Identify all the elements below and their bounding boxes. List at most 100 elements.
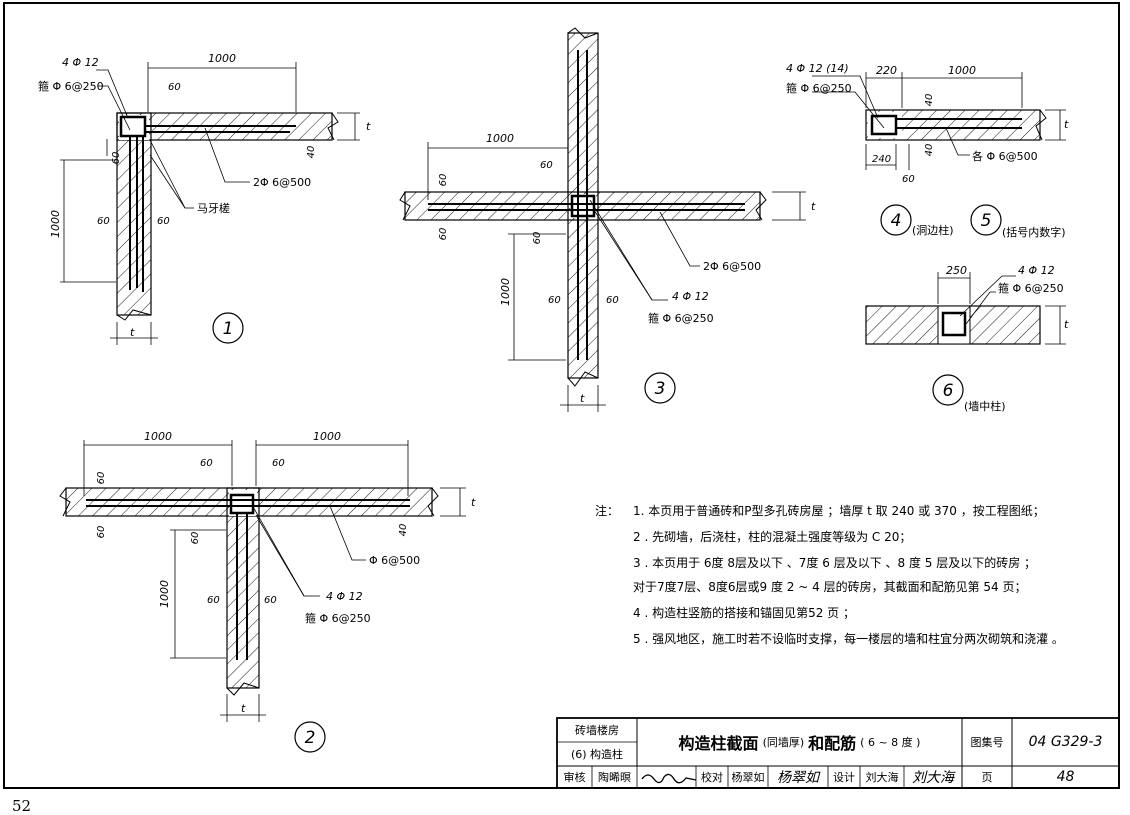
rebar-label: 4 Φ 12	[62, 56, 99, 69]
dim-label: 1000	[948, 64, 976, 77]
designer-name: 刘大海	[865, 771, 899, 784]
dim-label: 40	[306, 146, 317, 159]
figure-note: (墙中柱)	[964, 399, 1006, 413]
notes-heading: 注：	[595, 504, 620, 518]
dim-label: 1000	[313, 430, 341, 443]
figure-note: (括号内数字)	[1002, 225, 1066, 239]
dim-label: 1000	[486, 132, 514, 145]
designer-signature: 刘大海	[912, 770, 954, 786]
column-section	[870, 114, 898, 136]
dim-label: 60	[606, 295, 619, 306]
figure-2-t-column: 2 1000 1000 60 60 Φ 6@500 4 Φ 12 箍 Φ 6@2…	[59, 430, 476, 753]
check-label: 校对	[701, 771, 723, 784]
dim-label: 60	[438, 174, 449, 187]
stirrup-label: 箍 Φ 6@250	[38, 79, 104, 93]
dim-label: 60	[190, 532, 201, 545]
tie-label: Φ 6@500	[369, 554, 420, 567]
dim-label: 1000	[158, 580, 171, 608]
figure-4-5-edge-column: 4 (洞边柱) 5 (括号内数字) 4 Φ 12 (14) 箍 Φ 6@250 …	[786, 62, 1069, 239]
note-line: 5 . 强风地区，施工时若不设临时支撑，每一楼层的墙和柱宜分两次砌筑和浇灌 。	[633, 632, 1064, 646]
note-line: 4 . 构造柱竖筋的搭接和锚固见第52 页 ；	[633, 606, 855, 620]
note-line: 对于7度7层、8度6层或9 度 2 ~ 4 层的砖房，其截面和配筋见第 54 页…	[633, 580, 1027, 594]
design-label: 设计	[833, 771, 855, 784]
figure-3-cross-column: 3 1000 60 2Φ 6@500 4 Φ 12 箍 Φ 6@250 60 6…	[399, 27, 816, 412]
reviewer-signature	[641, 773, 697, 784]
title-paren: (同墙厚)	[762, 736, 805, 749]
figure-note: (洞边柱)	[912, 223, 954, 237]
dim-label: 40	[924, 144, 935, 157]
dim-label: 40	[398, 524, 409, 537]
title-range: ( 6 ~ 8 度 )	[860, 736, 921, 749]
dim-label: 60	[540, 160, 553, 171]
column-section	[229, 493, 255, 515]
tie-label: 2Φ 6@500	[703, 260, 761, 273]
dim-label: 40	[924, 94, 935, 107]
dim-label: 220	[876, 64, 897, 77]
figure-number: 1	[223, 319, 234, 339]
stirrup-label: 箍 Φ 6@250	[786, 81, 852, 95]
reviewer-name: 陶晞暝	[598, 771, 631, 784]
dim-label: t	[130, 326, 135, 339]
figure-6-mid-wall-column: 6 (墙中柱) 250 4 Φ 12 箍 Φ 6@250 t	[865, 264, 1069, 413]
review-label: 审核	[563, 771, 586, 784]
note-line: 3 . 本页用于 6度 8层及以下 、7度 6 层及以下 、8 度 5 层及以下…	[633, 556, 1037, 570]
title-block	[556, 717, 1120, 789]
rebar-label: 4 Φ 12 (14)	[786, 62, 849, 75]
dim-label: t	[580, 392, 585, 405]
sheet-page-number: 48	[1056, 769, 1075, 785]
title-and: 和配筋	[808, 734, 857, 753]
dim-label: 60	[902, 174, 915, 185]
atlas-number: 04 G329-3	[1028, 734, 1103, 750]
figure-number: 4	[891, 211, 902, 231]
dim-label: 60	[168, 82, 181, 93]
stirrup-label: 箍 Φ 6@250	[305, 611, 371, 625]
page-number: 52	[12, 797, 32, 815]
dim-label: 60	[111, 152, 122, 165]
dim-label: 60	[200, 458, 213, 469]
stirrup-label: 箍 Φ 6@250	[998, 281, 1064, 295]
title-main: 构造柱截面	[678, 734, 759, 753]
rebar-label: 4 Φ 12	[326, 590, 363, 603]
dim-label: 60	[97, 216, 110, 227]
dim-label: t	[811, 200, 816, 213]
figure-1-corner-column: 1 1000 60 4 Φ 12 箍 Φ 6@250 2Φ 6@500 马牙槎 …	[38, 52, 371, 345]
dim-label: 1000	[49, 210, 62, 238]
category-line-1: 砖墙楼房	[575, 724, 619, 737]
checker-name: 杨翠如	[731, 771, 765, 784]
rebar-label: 4 Φ 12	[672, 290, 709, 303]
tie-label: 各 Φ 6@500	[972, 149, 1038, 163]
dim-label: t	[471, 496, 476, 509]
note-line: 1. 本页用于普通砖和P型多孔砖房屋 ；墙厚 t 取 240 或 370 ，按工…	[633, 504, 1045, 518]
dim-label: 60	[96, 526, 107, 539]
dim-label: 60	[96, 472, 107, 485]
dim-label: 250	[946, 264, 967, 277]
rebar-label: 4 Φ 12	[1018, 264, 1055, 277]
drawing-title: 构造柱截面 (同墙厚) 和配筋 ( 6 ~ 8 度 )	[637, 718, 962, 766]
dim-label: 60	[548, 295, 561, 306]
note-line: 2 . 先砌墙，后浇柱，柱的混凝土强度等级为 C 20；	[633, 530, 912, 544]
dim-label: 60	[272, 458, 285, 469]
dim-label: t	[1064, 318, 1069, 331]
dim-label: t	[366, 120, 371, 133]
category-line-2: (6) 构造柱	[570, 748, 624, 761]
column-section	[570, 194, 596, 218]
dim-label: 1000	[208, 52, 236, 65]
dim-label: 60	[438, 228, 449, 241]
tie-label: 2Φ 6@500	[253, 176, 311, 189]
dim-label: 60	[264, 595, 277, 606]
page-label: 页	[981, 771, 993, 784]
dim-label: t	[1064, 118, 1069, 131]
dim-label: 1000	[144, 430, 172, 443]
dim-label: 60	[532, 232, 543, 245]
dim-label: 240	[872, 154, 891, 165]
column-section	[941, 311, 967, 337]
dim-label: 60	[157, 216, 170, 227]
stirrup-label: 箍 Φ 6@250	[648, 311, 714, 325]
dim-label: 60	[207, 595, 220, 606]
figure-number: 3	[655, 379, 666, 399]
mayacha-label: 马牙槎	[197, 201, 230, 215]
figure-number: 6	[943, 381, 954, 401]
dim-label: 1000	[499, 278, 512, 306]
figure-number: 2	[305, 728, 316, 748]
figure-number: 5	[981, 211, 992, 231]
